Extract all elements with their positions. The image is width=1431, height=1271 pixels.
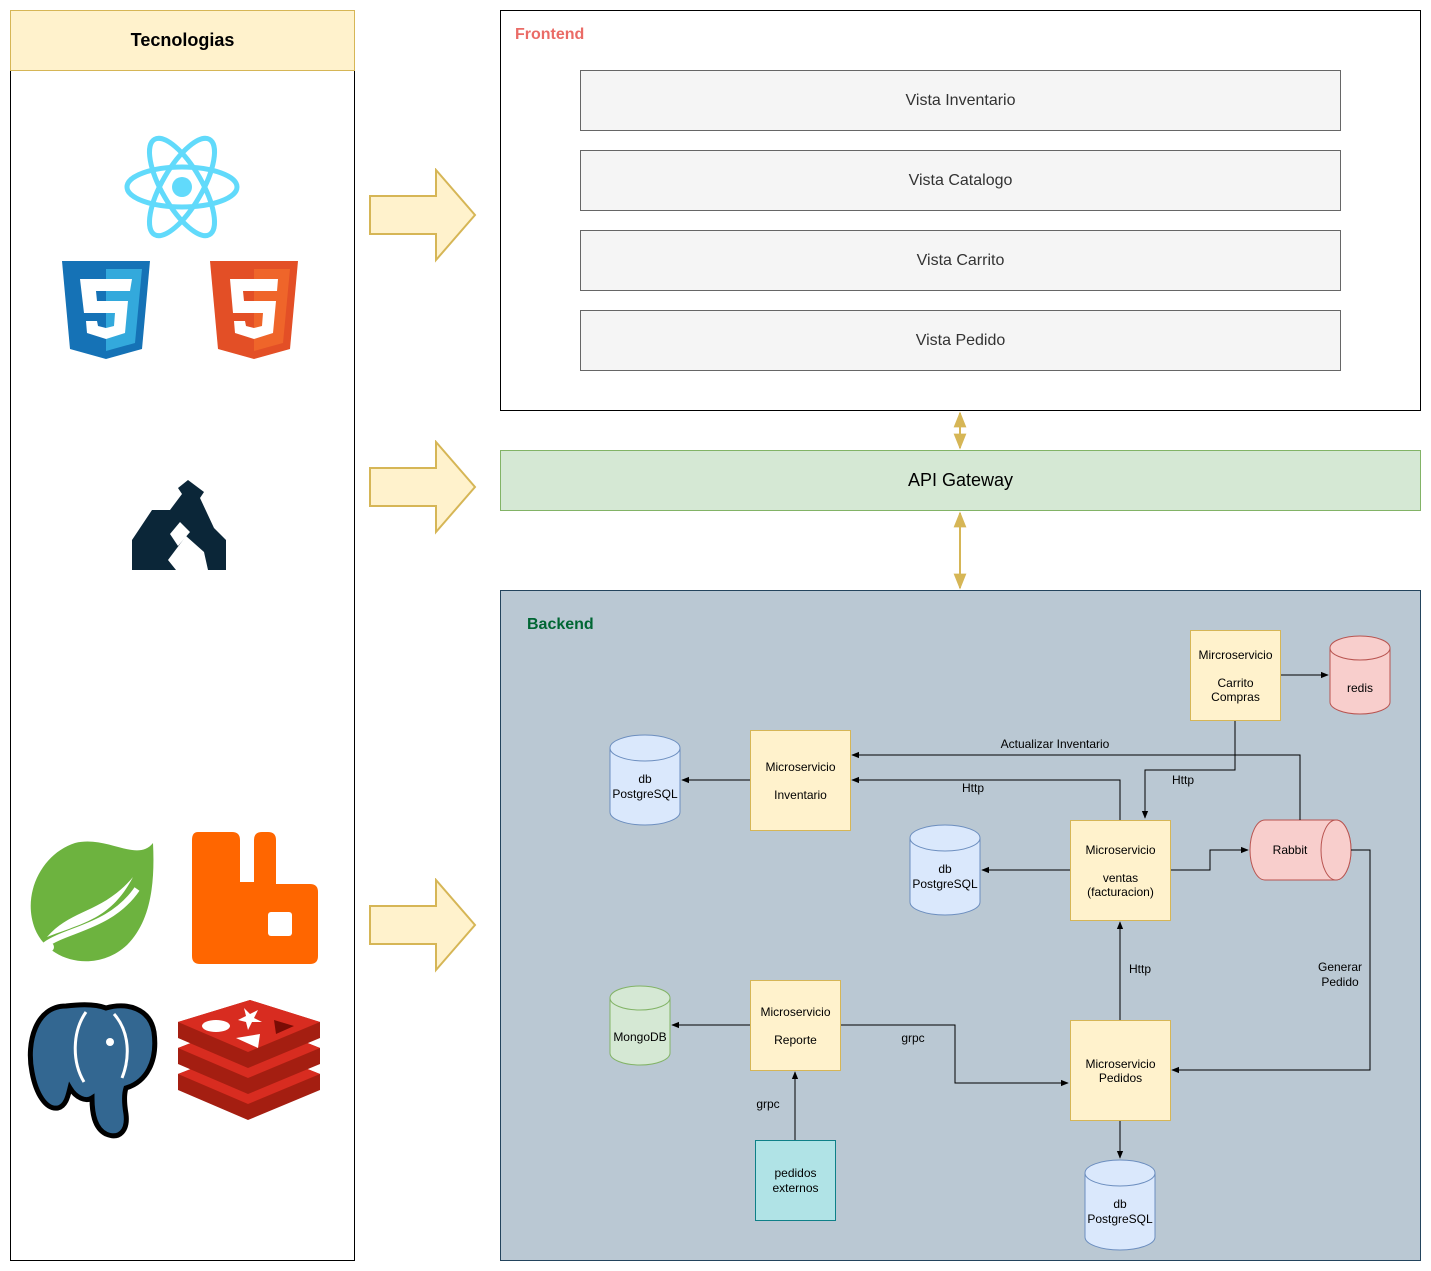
edge-label-generar-1: Generar [1317,960,1363,974]
service-carrito-label-3: Compras [1211,689,1260,704]
reporte-pedidos-edge [840,1024,1069,1087]
mongodb-label: MongoDB [613,1029,667,1044]
technologies-title: Tecnologias [10,10,355,71]
api-gateway: API Gateway [500,450,1421,511]
ventas-db-label-1: db [938,862,952,876]
service-reporte-label: Microservicio [760,1004,831,1019]
ventas-db-label-2: PostgreSQL [912,877,978,891]
carrito-ventas-edge [1141,720,1236,819]
view-carrito: Vista Carrito [580,230,1341,291]
service-carrito-label-2: Carrito [1217,675,1254,690]
mongodb-shape [609,985,671,1066]
edge-label-generar-2: Pedido [1321,975,1359,989]
service-inventario: Microservicio Inventario [750,730,851,831]
service-reporte-label-2: Reporte [774,1032,817,1047]
view-inventario: Vista Inventario [580,70,1341,131]
rabbit-label: Rabbit [1272,842,1308,857]
postgresql-logo [27,1002,158,1139]
inventario-db-shape [609,734,681,826]
pedidos-db-label-1: db [1113,1197,1127,1211]
service-pedidos: Microservicio Pedidos [1070,1020,1171,1121]
service-ventas-label: Microservicio [1085,842,1156,857]
rabbit-pedidos-edge [1171,849,1371,1074]
pedidos-externos-label: pedidos [774,1165,817,1180]
pedidos-externos: pedidos externos [755,1140,836,1221]
ventas-inventario-edge [851,776,1121,820]
spring-logo [30,841,154,962]
rabbit-queue-shape [1249,819,1352,881]
view-pedido: Vista Pedido [580,310,1341,371]
pedidos-db-label-2: PostgreSQL [1087,1212,1153,1226]
inventario-db-label: db PostgreSQL [608,770,682,804]
service-carrito-label: Mircroservicio [1198,647,1273,662]
css3-logo [62,261,150,359]
ventas-rabbit-edge [1170,846,1249,871]
pedidos-db-shape [1084,1159,1156,1251]
edge-label-grpc-reporte: grpc [901,1031,925,1045]
pedidos-externos-label-2: externos [772,1180,819,1195]
edge-label-actualizar: Actualizar Inventario [1000,737,1110,751]
service-ventas: Microservicio ventas (facturacion) [1070,820,1171,921]
kong-logo [132,480,226,570]
ventas-db-shape [909,824,981,916]
redis-label: redis [1346,680,1373,695]
view-catalogo: Vista Catalogo [580,150,1341,211]
service-pedidos-label-2: Pedidos [1098,1070,1143,1085]
gateway-arrow [369,440,477,535]
service-carrito-compras: Mircroservicio Carrito Compras [1190,630,1281,721]
inventario-db-label-2: PostgreSQL [612,787,678,801]
rabbitmq-logo [192,832,318,964]
html5-logo [210,261,298,359]
frontend-arrow [369,168,477,263]
edge-label-grpc-externos: grpc [756,1097,780,1111]
service-ventas-label-2: ventas [1102,870,1139,885]
redis-db-shape [1329,635,1391,715]
service-inventario-label: Microservicio [765,759,836,774]
inventario-db-label-1: db [638,772,652,786]
edge-label-http-pedidos: Http [1128,962,1151,976]
react-logo [124,135,240,239]
ventas-db-label: db PostgreSQL [908,860,982,894]
frontend-title: Frontend [515,26,585,43]
backend-title: Backend [527,616,594,633]
service-inventario-label-2: Inventario [774,787,827,802]
service-pedidos-label: Microservicio [1085,1056,1156,1071]
service-reporte: Microservicio Reporte [750,980,841,1071]
service-ventas-label-3: (facturacion) [1087,884,1154,899]
edge-label-http-inventario: Http [961,781,984,795]
edge-label-http-carrito: Http [1171,773,1194,787]
rabbit-inventario-edge [851,751,1301,820]
backend-arrow [369,878,477,973]
edge-label-generar-pedido: Generar Pedido [1312,960,1368,990]
pedidos-db-label: db PostgreSQL [1083,1195,1157,1229]
redis-logo [178,1000,320,1120]
